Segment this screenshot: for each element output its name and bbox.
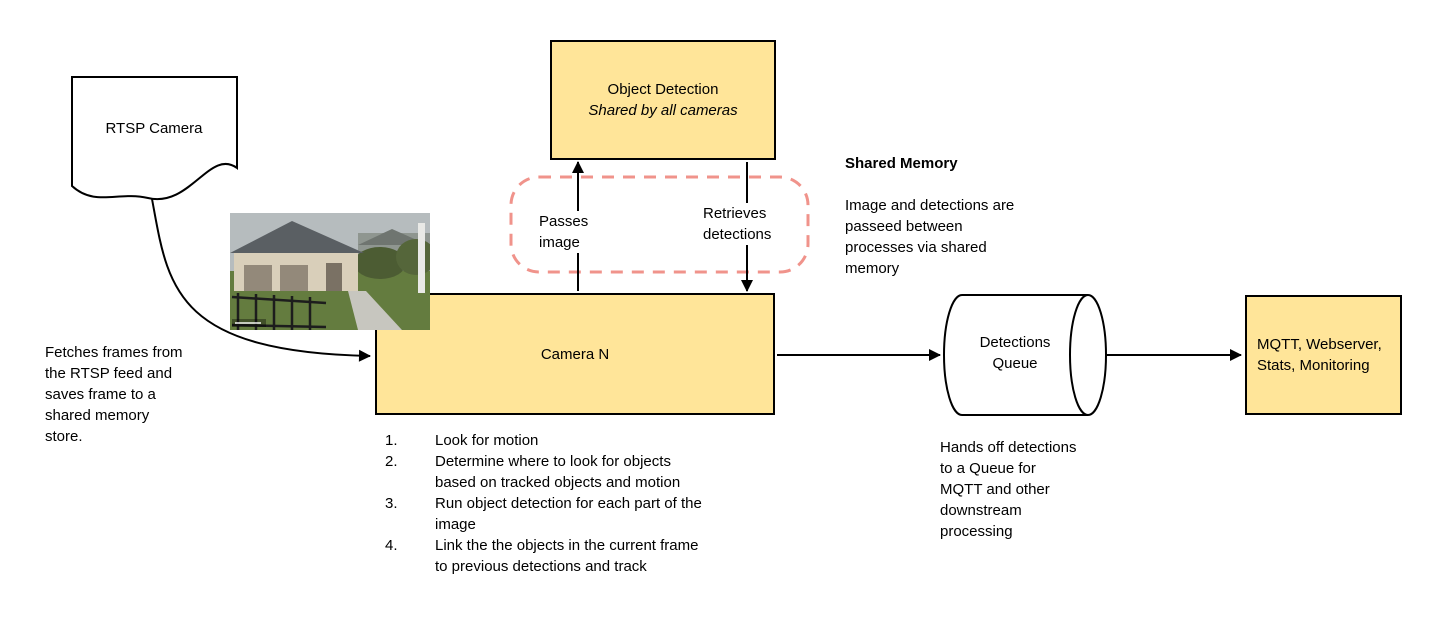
object-detection-title: Object Detection bbox=[607, 81, 719, 98]
camera-snapshot-image bbox=[230, 213, 430, 330]
step-number: 4. bbox=[385, 537, 398, 554]
detections-queue-label: Detections Queue bbox=[979, 334, 1051, 372]
note-fetches-frames: Fetches frames from the RTSP feed and sa… bbox=[45, 344, 183, 445]
shared-memory-title: Shared Memory bbox=[845, 155, 958, 172]
node-object-detection: Object Detection Shared by all cameras bbox=[550, 40, 776, 160]
step-text: Look for motion bbox=[435, 432, 539, 449]
camera-step: 2. Determine where to look for objects b… bbox=[385, 451, 702, 493]
object-detection-subtitle: Shared by all cameras bbox=[588, 102, 738, 119]
edge-label-passes-image: Passes image bbox=[537, 211, 591, 253]
camera-step: 4. Link the the objects in the current f… bbox=[385, 535, 702, 577]
fence bbox=[231, 293, 327, 330]
rtsp-camera-label: RTSP Camera bbox=[105, 120, 203, 137]
step-number: 3. bbox=[385, 495, 398, 512]
step-number: 1. bbox=[385, 432, 398, 449]
camera-n-label: Camera N bbox=[540, 345, 610, 363]
note-hands-off: Hands off detections to a Queue for MQTT… bbox=[940, 439, 1077, 540]
camera-step: 1. Look for motion bbox=[385, 430, 702, 451]
step-text: Run object detection for each part of th… bbox=[435, 495, 702, 533]
node-outputs: MQTT, Webserver, Stats, Monitoring bbox=[1245, 295, 1402, 415]
step-text: Determine where to look for objects base… bbox=[435, 453, 681, 491]
camera-snapshot bbox=[230, 213, 430, 330]
shared-memory-body: Image and detections are passeed between… bbox=[845, 197, 1015, 277]
camera-steps-list: 1. Look for motion 2. Determine where to… bbox=[385, 430, 702, 577]
note-shared-memory: Shared Memory Image and detections are p… bbox=[845, 132, 1065, 300]
camera-step: 3. Run object detection for each part of… bbox=[385, 493, 702, 535]
node-camera-n: Camera N bbox=[375, 293, 775, 415]
outputs-label: MQTT, Webserver, Stats, Monitoring bbox=[1257, 336, 1382, 374]
step-text: Link the the objects in the current fram… bbox=[435, 537, 699, 575]
edge-label-retrieves-detections: Retrieves detections bbox=[701, 203, 774, 245]
step-number: 2. bbox=[385, 453, 398, 470]
